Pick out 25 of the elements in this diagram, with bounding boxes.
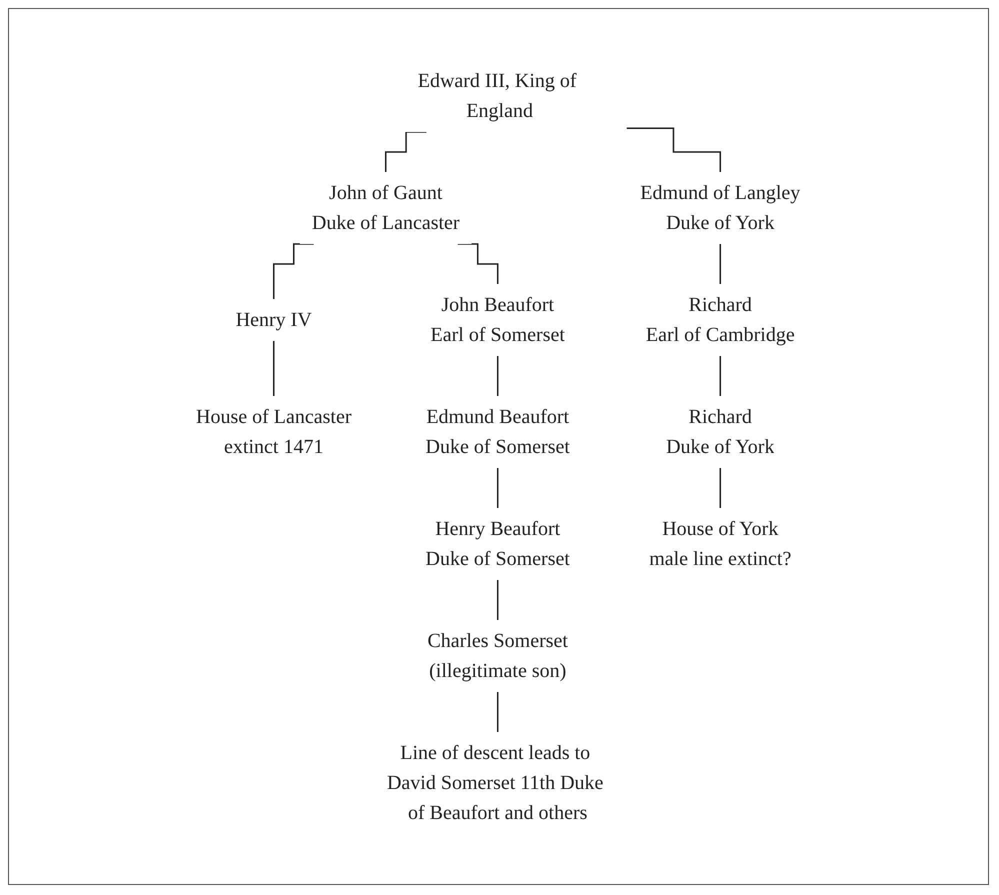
node-text: Richard Earl of Cambridge (646, 294, 796, 346)
connector (720, 242, 722, 284)
connector (627, 126, 722, 172)
node-text: Henry Beaufort Duke of Somerset (426, 518, 570, 570)
connector (720, 354, 722, 396)
connector (385, 130, 427, 172)
connector (273, 340, 275, 396)
node-text: Charles Somerset (illegitimate son) (428, 630, 568, 682)
node-text: Edmund of Langley Duke of York (640, 182, 801, 234)
node-text: House of Lancaster extinct 1471 (196, 406, 352, 458)
node-text: John of Gaunt Duke of Lancaster (312, 182, 460, 234)
connector (497, 578, 499, 620)
connector (497, 354, 499, 396)
node-text: Line of descent leads to David Somerset 11th Duke of Beaufort and others (387, 742, 604, 824)
node-text: House of York male line extinct? (650, 518, 792, 570)
connector (458, 242, 499, 284)
node-text: Richard Duke of York (666, 406, 775, 458)
node-text: John Beaufort Earl of Somerset (430, 294, 566, 346)
connector (497, 690, 499, 732)
node-text: Edmund Beaufort Duke of Somerset (426, 406, 570, 458)
connector (720, 466, 722, 508)
node-text: Edward III, King of England (418, 70, 577, 122)
node-text: Henry IV (236, 308, 312, 330)
connector (273, 242, 314, 300)
connector (497, 466, 499, 508)
